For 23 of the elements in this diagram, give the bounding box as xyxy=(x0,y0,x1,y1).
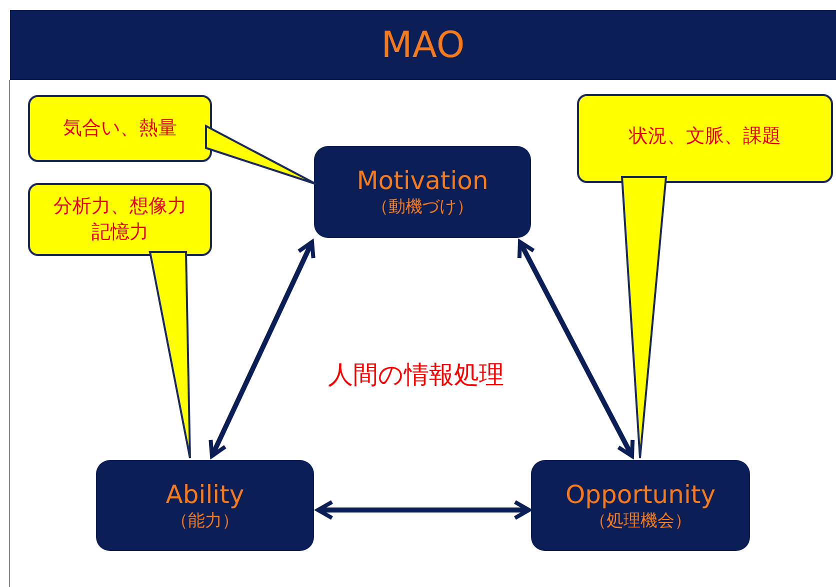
speech-bubble xyxy=(28,183,212,256)
box-subtitle: （処理機会） xyxy=(590,510,692,532)
box-subtitle: （能力） xyxy=(171,510,239,532)
center-label: 人間の情報処理 xyxy=(328,359,504,391)
box-title: Opportunity xyxy=(565,480,716,508)
box-title: Motivation xyxy=(356,166,488,195)
box-title: Ability xyxy=(166,480,244,508)
title: MAO xyxy=(381,24,465,66)
callout-text: 気合い、熱量 xyxy=(63,116,177,141)
box-subtitle: （動機づけ） xyxy=(372,196,474,218)
speech-bubble xyxy=(577,94,833,183)
callout-text: 状況、文脈、課題 xyxy=(629,124,781,149)
double-arrow xyxy=(517,240,635,458)
callout-tail xyxy=(620,176,668,459)
rounded-box xyxy=(96,460,314,551)
double-arrow xyxy=(208,240,316,458)
callout-text: 分析力、想像力記憶力 xyxy=(52,194,188,244)
callout-tail xyxy=(205,124,317,185)
speech-bubble xyxy=(28,95,212,162)
rounded-box xyxy=(531,460,750,551)
rounded-box xyxy=(314,146,531,238)
callout-tail xyxy=(148,251,191,459)
double-arrow xyxy=(316,500,531,520)
